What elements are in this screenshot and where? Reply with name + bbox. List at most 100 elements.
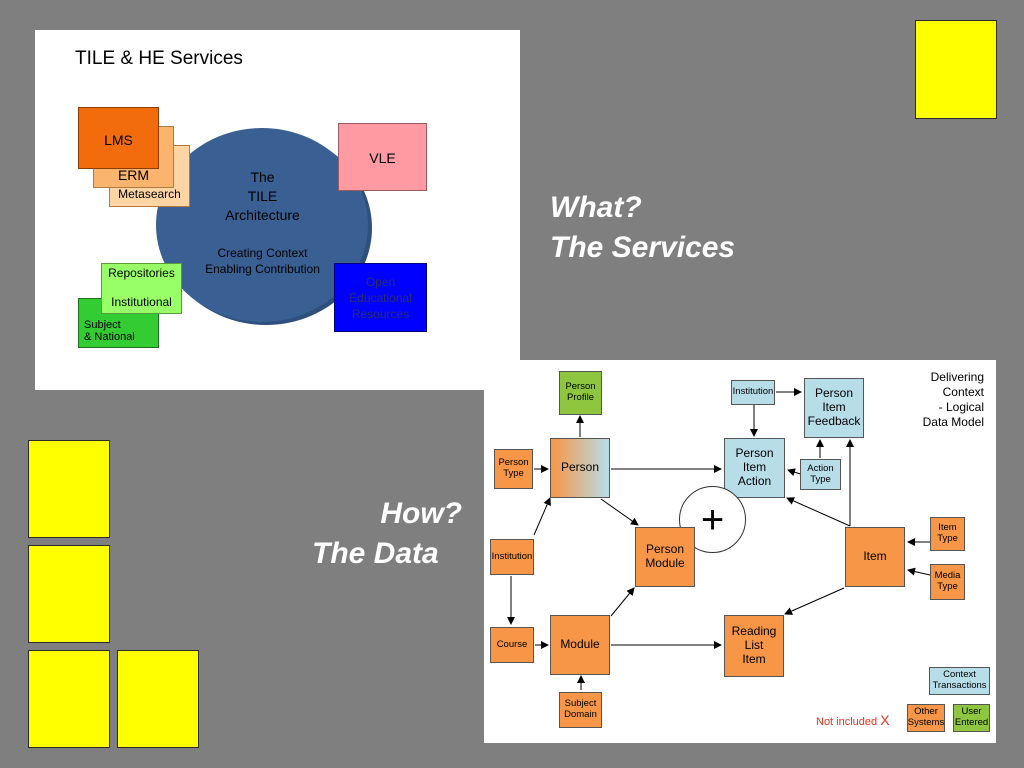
feedback-line-1: Person	[814, 386, 854, 401]
what-heading-line-2: The Services	[550, 231, 736, 264]
architecture-line-3: Architecture	[225, 207, 300, 223]
item-type-line-1: Item	[938, 522, 957, 534]
legend-context-line-1: Context	[943, 669, 976, 681]
person-item-feedback-node: Person Item Feedback	[804, 378, 864, 438]
media-type-line-1: Media	[934, 570, 961, 582]
reading-list-line-2: List	[744, 638, 764, 653]
decor-square-left-3	[28, 650, 110, 748]
item-node: Item	[845, 527, 905, 587]
action-type-line-2: Type	[810, 473, 831, 485]
person-type-node: Person Type	[494, 449, 533, 489]
datamodel-title-line-3: - Logical	[938, 400, 984, 414]
legend-user-line-1: User	[961, 706, 982, 718]
legend-other-systems: Other Systems	[907, 704, 945, 732]
subject-domain-line-2: Domain	[564, 709, 597, 720]
context-line-2: Enabling Contribution	[205, 262, 320, 276]
institution-top-node: Institution	[731, 380, 775, 405]
services-panel: TILE & HE Services The TILE Architecture…	[35, 30, 520, 390]
item-type-line-2: Type	[937, 533, 958, 544]
legend-other-line-1: Other	[914, 706, 938, 718]
person-node: Person	[550, 438, 610, 498]
datamodel-title-line-2: Context	[942, 385, 984, 399]
person-type-line-2: Type	[503, 468, 524, 479]
context-label: Creating Context Enabling Contribution	[185, 245, 340, 277]
decor-square-left-1	[28, 440, 110, 538]
action-line-3: Action	[737, 473, 772, 488]
subject-domain-line-1: Subject	[564, 698, 597, 710]
vle-label: VLE	[369, 150, 396, 166]
repositories-box: Repositories Institutional	[101, 263, 182, 314]
oer-line-2: Educational	[349, 290, 412, 305]
architecture-line-1: The	[250, 169, 275, 185]
legend-other-line-2: Systems	[907, 717, 945, 728]
services-title: TILE & HE Services	[75, 48, 243, 69]
erm-label: ERM	[117, 166, 150, 183]
decor-square-left-4	[117, 650, 199, 748]
architecture-circle	[156, 128, 372, 325]
person-profile-node: Person Profile	[559, 371, 602, 415]
architecture-label: The TILE Architecture	[205, 168, 320, 225]
legend-not-included-label: Not included	[816, 716, 878, 728]
course-node: Course	[490, 627, 534, 663]
decor-square-top-right	[915, 20, 997, 119]
datamodel-title-line-1: Delivering	[930, 370, 984, 384]
item-label: Item	[863, 549, 887, 564]
person-module-line-2: Module	[645, 556, 685, 570]
legend-not-included: Not included X	[816, 712, 890, 728]
feedback-line-2: Item	[822, 400, 846, 415]
media-type-line-2: Type	[937, 581, 958, 592]
reading-list-item-node: Reading List Item	[724, 615, 784, 677]
subject-line-2: & National	[84, 331, 135, 344]
module-node: Module	[550, 615, 610, 675]
what-heading-line-1: What?	[550, 191, 642, 224]
person-module-node: Person Module	[635, 527, 695, 587]
reading-list-line-1: Reading	[731, 624, 777, 639]
module-label: Module	[560, 637, 600, 652]
legend-context-transactions: Context Transactions	[929, 667, 990, 695]
action-line-1: Person	[735, 446, 774, 461]
person-module-line-1: Person	[645, 542, 685, 557]
person-type-line-1: Person	[498, 457, 529, 469]
legend-user-entered: User Entered	[953, 704, 990, 732]
plus-sign: +	[700, 497, 725, 542]
legend-x-mark: X	[880, 712, 890, 728]
person-profile-line-1: Person	[565, 381, 596, 393]
datamodel-title-line-4: Data Model	[922, 415, 984, 429]
oer-box: Open Educational Resources	[334, 263, 427, 332]
subject-domain-node: Subject Domain	[559, 692, 602, 728]
person-label: Person	[560, 460, 600, 475]
oer-line-3: Resources	[351, 306, 410, 321]
institutional-label: Institutional	[111, 295, 172, 310]
subject-line-1: Subject	[84, 318, 121, 331]
reading-list-line-3: Item	[742, 651, 766, 666]
metasearch-label: Metasearch	[118, 187, 181, 202]
action-type-line-1: Action	[807, 462, 834, 474]
feedback-line-3: Feedback	[807, 413, 861, 428]
institution-label: Institution	[491, 550, 533, 562]
lms-box: LMS	[78, 107, 159, 169]
architecture-line-2: TILE	[247, 188, 278, 204]
action-line-2: Item	[742, 460, 767, 475]
oer-line-1: Open	[365, 274, 396, 289]
legend-user-line-2: Entered	[954, 717, 989, 728]
how-heading-line-2: The Data	[312, 537, 439, 570]
decor-square-left-2	[28, 545, 110, 643]
datamodel-panel: Delivering Context - Logical Data Model …	[484, 360, 996, 743]
action-type-node: Action Type	[800, 459, 841, 490]
institution-node: Institution	[490, 539, 534, 575]
media-type-node: Media Type	[930, 564, 965, 600]
how-heading: How? The Data	[300, 494, 462, 574]
connector-lines	[507, 388, 931, 690]
context-line-1: Creating Context	[217, 246, 308, 260]
course-label: Course	[496, 638, 528, 650]
lms-label: LMS	[104, 132, 133, 148]
item-type-node: Item Type	[930, 517, 965, 551]
datamodel-title: Delivering Context - Logical Data Model	[894, 370, 984, 430]
legend-context-line-2: Transactions	[932, 680, 987, 691]
institution-top-label: Institution	[732, 386, 774, 398]
person-profile-line-2: Profile	[567, 392, 594, 403]
vle-box: VLE	[338, 123, 427, 191]
person-item-action-node: Person Item Action	[724, 438, 785, 498]
repositories-label: Repositories	[108, 266, 175, 280]
what-heading: What? The Services	[550, 188, 735, 268]
